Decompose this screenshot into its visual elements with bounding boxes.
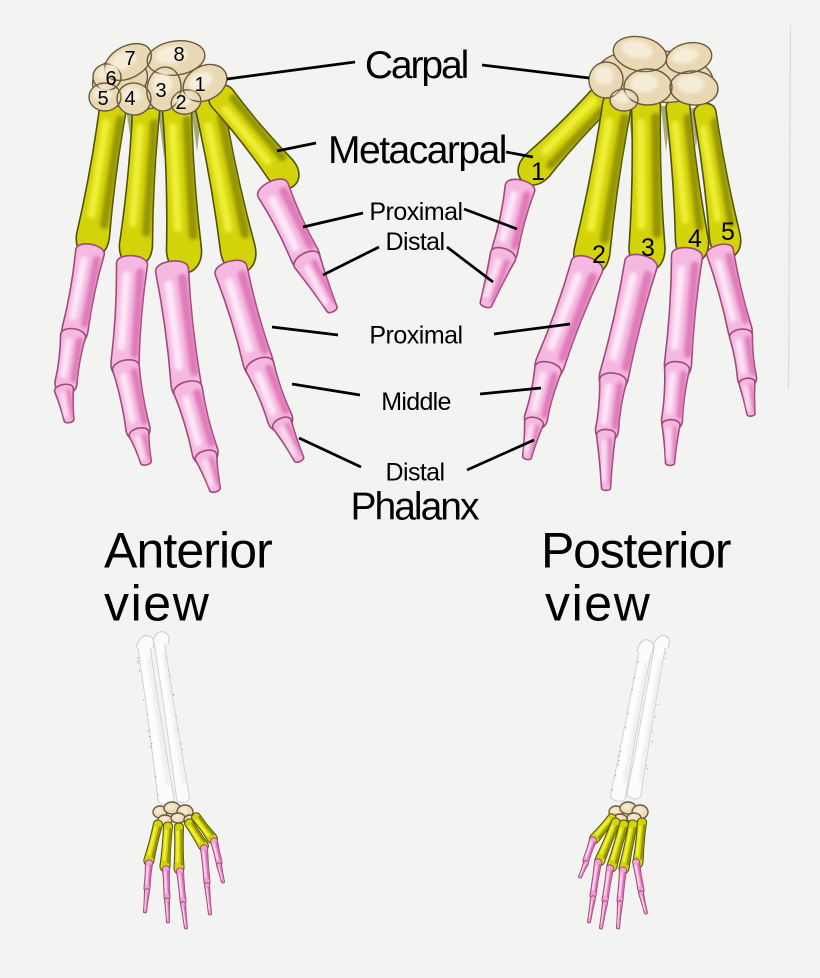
svg-text:Distal: Distal — [386, 228, 445, 256]
svg-text:5: 5 — [721, 218, 735, 246]
svg-text:3: 3 — [155, 80, 166, 102]
svg-text:Carpal: Carpal — [365, 44, 468, 87]
svg-text:Phalanx: Phalanx — [351, 486, 480, 529]
svg-text:Middle: Middle — [381, 388, 450, 416]
svg-text:6: 6 — [105, 68, 116, 90]
svg-text:view: view — [545, 576, 651, 632]
svg-text:Posterior: Posterior — [541, 523, 731, 579]
svg-text:1: 1 — [194, 74, 205, 96]
svg-text:8: 8 — [173, 44, 184, 66]
svg-text:4: 4 — [124, 88, 135, 110]
svg-text:Distal: Distal — [386, 459, 445, 487]
svg-text:Anterior: Anterior — [104, 523, 272, 579]
svg-text:3: 3 — [641, 234, 655, 262]
svg-text:Metacarpal: Metacarpal — [328, 129, 506, 172]
svg-text:Proximal: Proximal — [369, 322, 462, 350]
svg-text:7: 7 — [124, 48, 135, 70]
svg-text:1: 1 — [531, 158, 545, 186]
svg-text:2: 2 — [592, 241, 606, 269]
svg-text:view: view — [104, 576, 210, 632]
svg-text:5: 5 — [97, 88, 108, 110]
svg-text:2: 2 — [175, 92, 186, 114]
svg-text:Proximal: Proximal — [369, 198, 462, 226]
svg-text:4: 4 — [688, 225, 702, 253]
